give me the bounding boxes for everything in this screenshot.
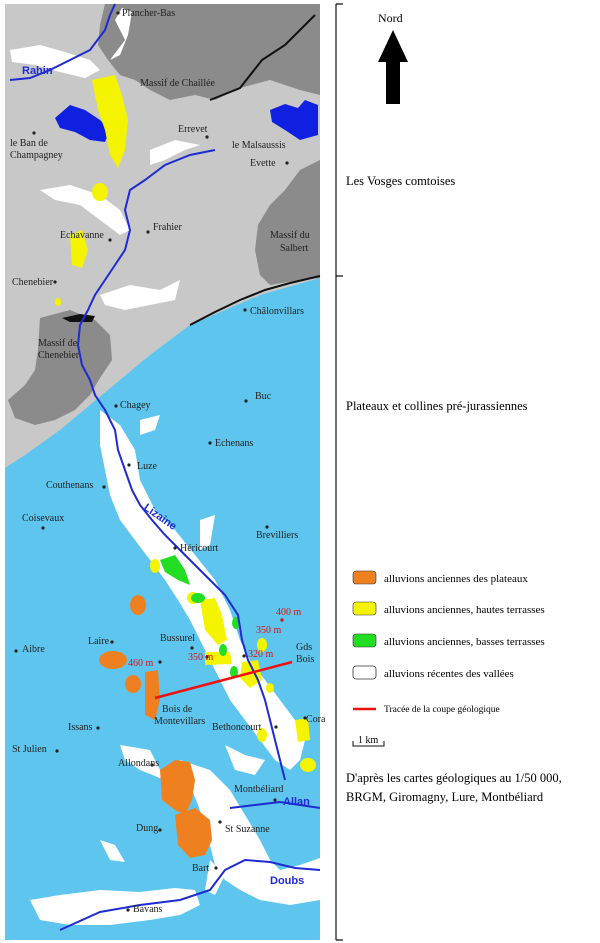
label-buc: Buc — [255, 391, 272, 402]
chaillee-boundary — [209, 14, 316, 101]
scale-label: 1 km — [358, 735, 379, 746]
legend: alluvions anciennes des plateaux alluvio… — [352, 570, 545, 747]
legend-swatch-yellow — [352, 601, 377, 616]
label-plancher-bas: Plancher-Bas — [122, 8, 175, 19]
label-hericourt: Héricourt — [180, 543, 219, 554]
label-coisevaux: Coisevaux — [22, 513, 64, 524]
label-chalonvillars: Châlonvillars — [250, 306, 304, 317]
label-chenebier: Chenebier — [12, 277, 54, 288]
plateau-alluvium — [99, 595, 212, 858]
massif-chenebier — [8, 310, 112, 425]
high-terraces — [55, 75, 316, 772]
label-doubs: Doubs — [270, 875, 304, 887]
label-brevilliers: Brevilliers — [256, 530, 298, 541]
label-luze: Luze — [137, 461, 158, 472]
label-bois-montevillars-line1: Bois de — [162, 704, 193, 715]
source-line2: BRGM, Giromagny, Lure, Montbéliard — [346, 790, 544, 804]
label-ban-line2: Champagney — [10, 150, 63, 161]
geological-section-line — [154, 660, 293, 700]
allan-river — [229, 800, 321, 809]
legend-label-green: alluvions anciennes, basses terrasses — [384, 636, 545, 648]
massif-salbert — [255, 160, 320, 285]
label-bussurel: Bussurel — [160, 633, 195, 644]
legend-swatch-green — [352, 633, 377, 648]
altitude-320: 320 m — [248, 649, 274, 660]
label-salbert-line2: Salbert — [280, 243, 309, 254]
region-bracket — [335, 3, 343, 941]
label-salbert-line1: Massif du — [270, 230, 310, 241]
label-allondans: Allondans — [118, 758, 159, 769]
label-issans: Issans — [68, 722, 93, 733]
label-allan: Allan — [283, 796, 310, 808]
doubs-river — [59, 858, 321, 931]
label-evette: Evette — [250, 158, 276, 169]
label-chagey: Chagey — [120, 400, 151, 411]
label-massif-chaillee: Massif de Chaillée — [140, 78, 216, 89]
label-dung: Dung — [136, 823, 158, 834]
place-dots — [14, 11, 307, 912]
legend-label-orange: alluvions anciennes des plateaux — [384, 573, 528, 585]
legend-label-white: alluvions récentes des vallées — [384, 668, 514, 680]
legend-section-label: Tracée de la coupe géologique — [384, 705, 500, 715]
label-ban-line1: le Ban de — [10, 138, 48, 149]
legend-swatch-orange — [352, 570, 377, 585]
label-st-julien: St Julien — [12, 744, 47, 755]
region-vosges-label: Les Vosges comtoises — [346, 174, 455, 188]
massif-chaillee — [98, 4, 320, 100]
label-montbeliard: Montbéliard — [234, 784, 283, 795]
label-bart: Bart — [192, 863, 209, 874]
lizaine-river — [76, 149, 286, 781]
blue-patch-east — [270, 100, 318, 140]
label-errevet: Errevet — [178, 124, 208, 135]
label-cora: Cora — [306, 714, 326, 725]
rahin-river — [9, 3, 116, 81]
altitude-350-east: 350 m — [256, 625, 282, 636]
label-st-suzanne: St Suzanne — [225, 824, 270, 835]
north-arrow-icon — [378, 30, 408, 104]
north-label: Nord — [378, 11, 403, 25]
legend-label-yellow: alluvions anciennes, hautes terrasses — [384, 604, 545, 616]
vosges-boundary — [189, 275, 321, 326]
label-laire: Laire — [88, 636, 110, 647]
label-bois-montevillars-line2: Montevillars — [154, 716, 205, 727]
label-echavanne: Echavanne — [60, 230, 104, 241]
label-gds-bois-line2: Bois — [296, 654, 314, 665]
blue-patch-west — [55, 105, 110, 142]
label-bavans: Bavans — [133, 904, 163, 915]
label-betoncourt: Bethoncourt — [212, 722, 262, 733]
region-plateaux-label: Plateaux et collines pré-jurassiennes — [346, 399, 528, 413]
altitude-460: 460 m — [128, 658, 154, 669]
label-rahin: Rahin — [22, 65, 53, 77]
label-massif-chenebier-line2: Chenebier — [38, 350, 80, 361]
altitude-400: 400 m — [276, 607, 302, 618]
label-gds-bois-line1: Gds — [296, 642, 312, 653]
label-frahier: Frahier — [153, 222, 183, 233]
legend-swatch-white — [352, 665, 377, 680]
label-malsaussis: le Malsaussis — [232, 140, 286, 151]
label-massif-chenebier-line1: Massif de — [38, 338, 78, 349]
source-line1: D'après les cartes géologiques au 1/50 0… — [346, 771, 562, 785]
black-outcrop — [62, 314, 95, 322]
scale-bar — [352, 741, 385, 747]
altitude-350-bussurel: 350 m — [188, 652, 214, 663]
label-couthenans: Couthenans — [46, 480, 93, 491]
label-echenans: Echenans — [215, 438, 253, 449]
label-aibre: Aibre — [22, 644, 45, 655]
